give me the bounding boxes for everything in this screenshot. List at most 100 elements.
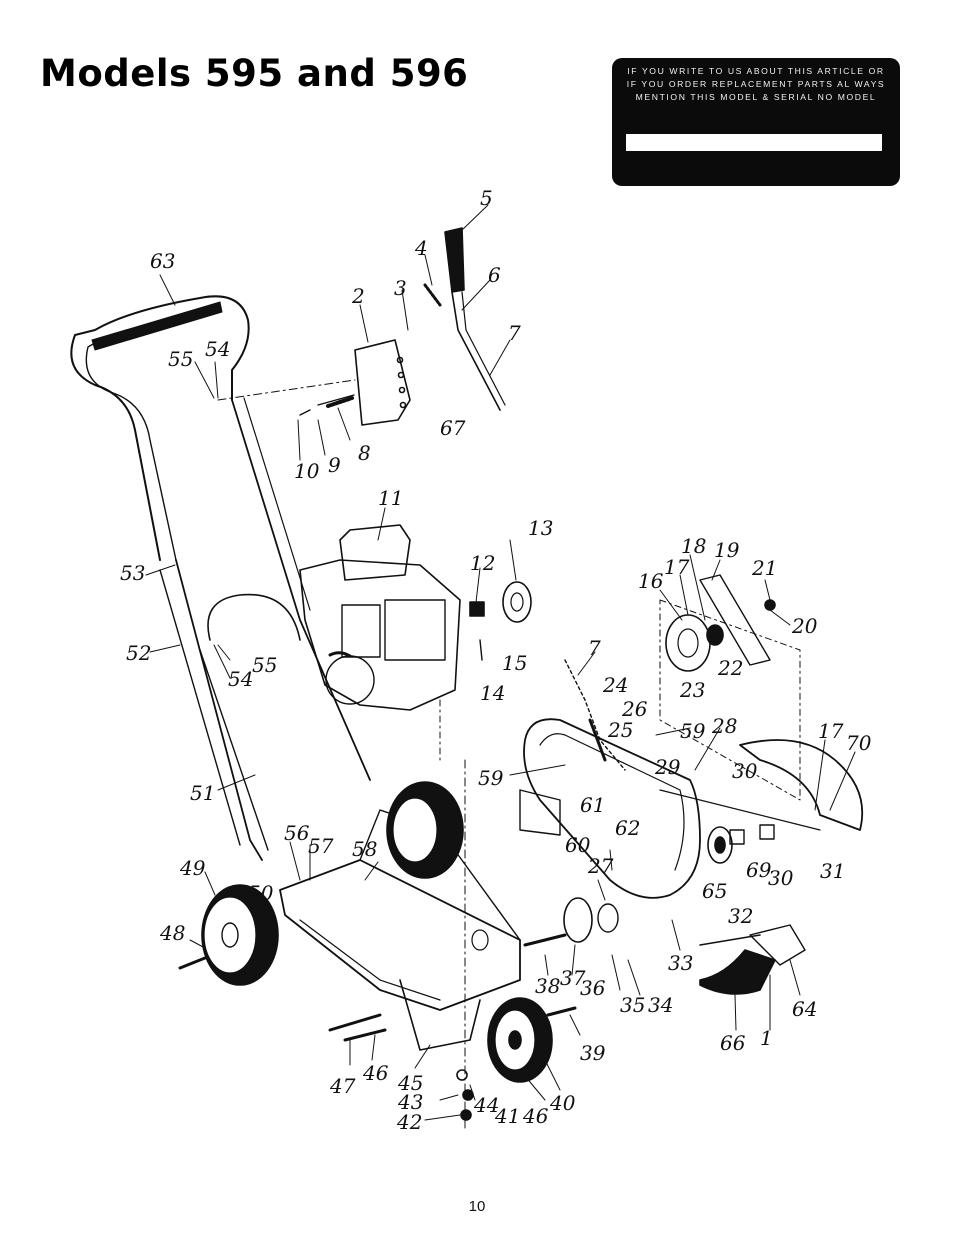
callout-52: 52 — [126, 641, 151, 665]
callout-20: 20 — [791, 614, 818, 638]
callout-5: 5 — [480, 186, 493, 210]
callout-6: 6 — [488, 263, 501, 287]
callout-10: 10 — [294, 459, 320, 483]
callout-40: 40 — [549, 1091, 576, 1115]
callout-39: 39 — [580, 1041, 606, 1065]
callout-30b: 30 — [768, 866, 794, 890]
callout-23: 23 — [679, 678, 705, 702]
callout-70: 70 — [846, 731, 872, 755]
callout-3: 3 — [394, 276, 407, 300]
callout-54a: 54 — [205, 337, 230, 361]
callout-37: 37 — [560, 966, 586, 990]
callout-8: 8 — [358, 441, 371, 465]
callout-4: 4 — [414, 236, 428, 260]
callout-24: 24 — [602, 673, 628, 697]
callout-31: 31 — [820, 859, 845, 883]
callout-18: 18 — [681, 534, 706, 558]
page-number: 10 — [468, 1198, 486, 1215]
callout-55b: 55 — [252, 653, 277, 677]
blade-guard — [659, 739, 864, 831]
callout-50: 50 — [248, 881, 274, 905]
callout-labels: 1 2 3 4 5 6 7 7 8 9 10 11 12 13 14 15 16… — [120, 186, 872, 1134]
callout-44: 44 — [473, 1093, 499, 1117]
edging-blade — [699, 924, 806, 995]
callout-57: 57 — [308, 834, 334, 858]
callout-14: 14 — [480, 681, 505, 705]
callout-35: 35 — [620, 993, 645, 1017]
callout-69: 69 — [746, 858, 772, 882]
callout-21: 21 — [751, 556, 777, 580]
callout-46a: 46 — [362, 1061, 389, 1085]
callout-64: 64 — [792, 997, 817, 1021]
rear-wheel — [386, 781, 464, 879]
callout-61: 61 — [580, 793, 605, 817]
callout-66: 66 — [720, 1031, 746, 1055]
blade-arbor — [699, 824, 775, 946]
callout-54b: 54 — [228, 667, 253, 691]
shift-lever — [423, 227, 506, 411]
callout-34: 34 — [648, 993, 673, 1017]
front-wheel — [487, 997, 577, 1083]
engine-pulley — [469, 581, 532, 661]
callout-12: 12 — [470, 551, 495, 575]
callout-32: 32 — [728, 904, 753, 928]
callout-49: 49 — [179, 856, 206, 880]
handle-grip — [91, 301, 223, 351]
callout-51: 51 — [190, 781, 215, 805]
callout-7a: 7 — [508, 321, 521, 345]
callout-1: 1 — [760, 1026, 773, 1050]
callout-17a: 17 — [664, 555, 690, 579]
callout-13: 13 — [528, 516, 553, 540]
control-cable — [564, 659, 626, 771]
belt-housing — [519, 599, 801, 899]
leader-lines — [145, 204, 856, 1121]
page-title: Models 595 and 596 — [40, 52, 469, 95]
callout-65: 65 — [702, 879, 727, 903]
callout-46b: 46 — [522, 1104, 549, 1128]
callout-11: 11 — [378, 486, 403, 510]
callout-56: 56 — [284, 821, 310, 845]
callout-17b: 17 — [818, 719, 844, 743]
handle-assembly — [70, 295, 371, 861]
callout-9: 9 — [328, 453, 341, 477]
callout-60: 60 — [565, 833, 591, 857]
notice-box: IF YOU WRITE TO US ABOUT THIS ARTICLE OR… — [612, 58, 900, 186]
callout-36: 36 — [580, 976, 606, 1000]
callout-25: 25 — [607, 718, 633, 742]
callout-48: 48 — [159, 921, 185, 945]
callout-16: 16 — [638, 569, 664, 593]
callout-19: 19 — [714, 538, 740, 562]
callout-59a: 59 — [478, 766, 504, 790]
callout-67: 67 — [440, 416, 466, 440]
callout-43: 43 — [397, 1090, 423, 1114]
callout-41: 41 — [494, 1104, 520, 1128]
callout-29: 29 — [654, 755, 681, 779]
engine — [299, 524, 461, 761]
callout-62: 62 — [615, 816, 640, 840]
callout-2: 2 — [351, 284, 365, 308]
driven-pulley — [523, 897, 619, 947]
callout-15: 15 — [502, 651, 527, 675]
callout-59b: 59 — [680, 719, 706, 743]
left-wheel — [178, 884, 279, 986]
callout-33: 33 — [668, 951, 693, 975]
callout-45: 45 — [397, 1071, 423, 1095]
notice-text: IF YOU WRITE TO US ABOUT THIS ARTICLE OR… — [626, 66, 886, 102]
callout-63: 63 — [150, 249, 175, 273]
callout-27: 27 — [587, 854, 614, 878]
callout-30a: 30 — [732, 759, 758, 783]
callout-28: 28 — [711, 714, 737, 738]
callout-22: 22 — [717, 656, 743, 680]
axle-hardware — [328, 1013, 474, 1121]
callout-55a: 55 — [168, 347, 193, 371]
callout-26: 26 — [621, 697, 648, 721]
control-plate — [217, 339, 411, 426]
model-serial-field — [626, 134, 882, 151]
callout-47: 47 — [329, 1074, 356, 1098]
callout-58: 58 — [352, 837, 377, 861]
callout-7b: 7 — [588, 636, 601, 660]
callout-38: 38 — [535, 974, 560, 998]
callout-53: 53 — [120, 561, 145, 585]
callout-42: 42 — [396, 1110, 422, 1134]
